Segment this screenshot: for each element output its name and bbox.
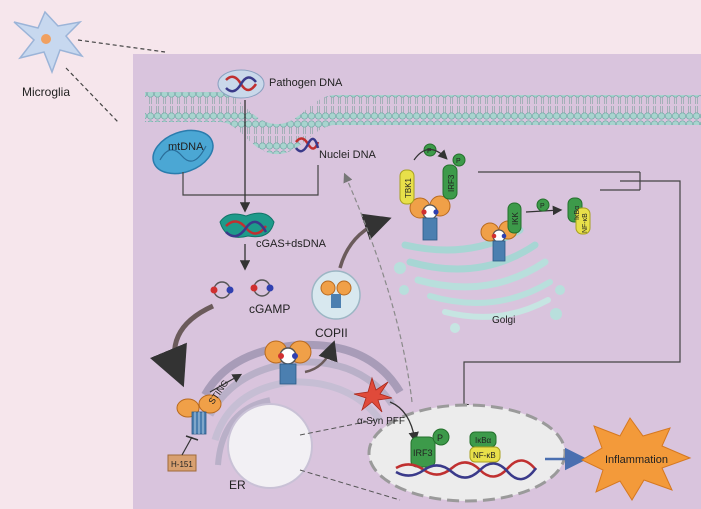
golgi-label: Golgi bbox=[492, 315, 515, 326]
arrow-asyn-to-nucleus bbox=[389, 401, 419, 443]
asyn-pff-label: α-Syn PFF bbox=[357, 416, 405, 427]
zoom-line-top bbox=[77, 39, 166, 53]
inflammation-label: Inflammation bbox=[605, 454, 668, 466]
arrow-sting-activation bbox=[209, 373, 243, 393]
sting-activated-er bbox=[264, 340, 312, 385]
ikba-nfkb-golgi bbox=[567, 197, 591, 235]
nuclei-dna-strand bbox=[295, 137, 320, 153]
p-label-3: P bbox=[540, 203, 545, 210]
sting-ikk-complex bbox=[480, 202, 522, 262]
cgamp-label: cGAMP bbox=[249, 302, 290, 316]
tbk1-label: TBK1 bbox=[404, 177, 413, 198]
asyn-pff-aggregate bbox=[353, 376, 393, 413]
pathogen-dna-label: Pathogen DNA bbox=[269, 77, 343, 89]
copii-vesicle bbox=[311, 270, 361, 320]
nfkb-label-nucleus: NF-κB bbox=[473, 451, 496, 460]
p-label-nucleus: P bbox=[437, 433, 443, 443]
pathogen-dna-vesicle bbox=[217, 69, 265, 99]
dna-source-bracket bbox=[182, 165, 319, 196]
er-label: ER bbox=[229, 478, 246, 492]
p-circle-ikk bbox=[536, 198, 550, 212]
p-label-2: P bbox=[456, 158, 461, 165]
zoom-line-nucleus-top bbox=[299, 419, 376, 436]
microglia-label: Microglia bbox=[22, 85, 70, 99]
golgi-apparatus bbox=[394, 226, 565, 333]
h151-label: H-151 bbox=[171, 460, 193, 469]
translocation-bracket bbox=[463, 171, 681, 410]
cgamp-molecules bbox=[210, 279, 274, 299]
arrow-er-to-copii bbox=[304, 340, 338, 374]
nucleus-transcription-factors bbox=[395, 428, 538, 481]
mitochondrion bbox=[152, 129, 214, 175]
zoom-line-bottom bbox=[65, 67, 119, 123]
arrow-copii-to-golgi bbox=[338, 213, 392, 269]
sting-dimer-er bbox=[176, 394, 222, 435]
p-label-1: P bbox=[427, 148, 432, 155]
cgas-dsdna-label: cGAS+dsDNA bbox=[256, 238, 327, 250]
dashed-nuclei-dna-release bbox=[343, 172, 413, 403]
cgas-dsdna-complex bbox=[219, 212, 275, 238]
mtdna-label: mtDNA bbox=[168, 141, 204, 153]
irf3-label-nucleus: IRF3 bbox=[413, 448, 433, 458]
ikk-label: IKK bbox=[511, 211, 520, 225]
microglia-cell bbox=[13, 10, 85, 75]
nuclei-dna-label: Nuclei DNA bbox=[319, 149, 377, 161]
ikba-label-nucleus: IκBα bbox=[475, 436, 492, 445]
arrow-cgamp-to-sting bbox=[150, 303, 215, 388]
h151-inhibition-bar bbox=[185, 435, 199, 441]
sting-tbk1-irf3-complex bbox=[399, 143, 466, 241]
irf3-label-golgi: IRF3 bbox=[447, 174, 456, 192]
inflammation-burst bbox=[580, 417, 692, 501]
arrow-phosphorylation-irf3 bbox=[413, 148, 448, 161]
copii-label: COPII bbox=[315, 326, 348, 340]
zoom-line-nucleus-bottom bbox=[299, 469, 401, 501]
plasma-membrane bbox=[145, 92, 701, 155]
h151-inhibition-line bbox=[181, 436, 193, 456]
ikba-label-golgi: IκBα bbox=[574, 206, 581, 220]
nfkb-label-golgi: NF-κB bbox=[582, 213, 589, 233]
